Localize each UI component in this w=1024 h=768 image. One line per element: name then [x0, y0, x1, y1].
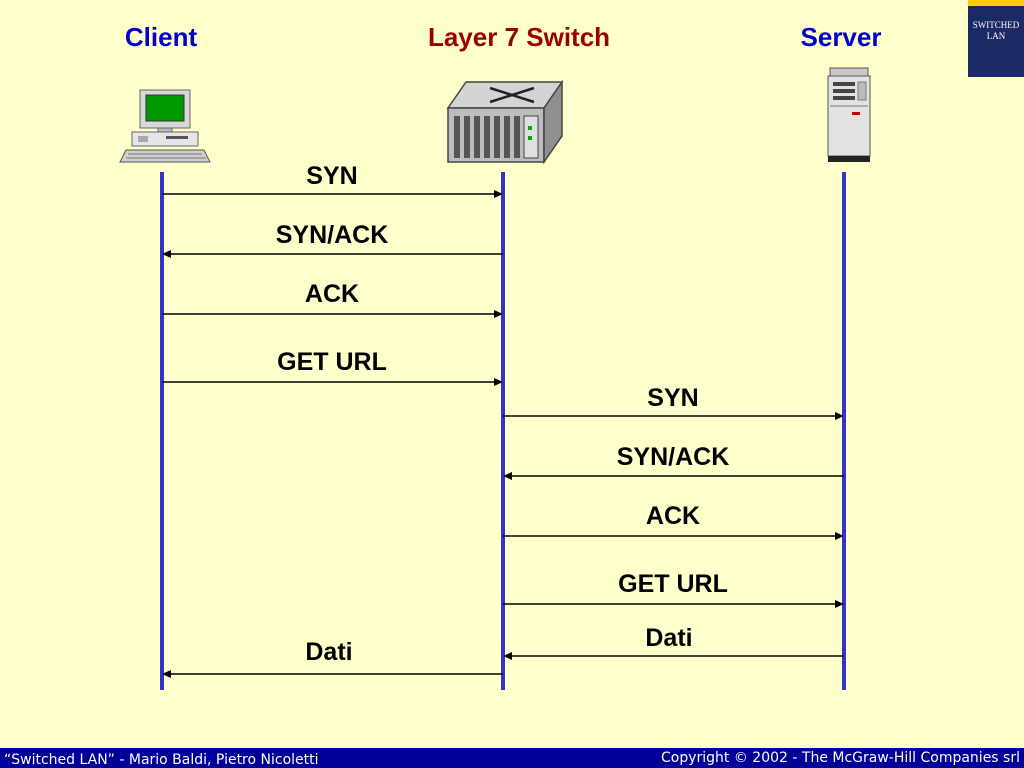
switch-lifeline: [501, 172, 505, 690]
message-arrow: [162, 670, 503, 678]
book-title-line1: SWITCHED: [972, 20, 1020, 30]
message-arrow: [503, 652, 844, 660]
message-arrow: [162, 378, 503, 386]
msg-label: SYN/ACK: [616, 443, 730, 471]
client-lifeline: [160, 172, 164, 690]
msg-label: SYN: [647, 384, 699, 412]
server-title: Server: [800, 22, 882, 52]
msg-label: SYN: [306, 162, 358, 190]
footer-book-credit: “Switched LAN” - Mario Baldi, Pietro Nic…: [4, 752, 319, 768]
msg-label: GET URL: [618, 570, 728, 598]
message-arrow: [503, 472, 844, 480]
footer-copyright: Copyright © 2002 - The McGraw-Hill Compa…: [661, 750, 1020, 766]
switch-title: Layer 7 Switch: [427, 22, 611, 52]
desktop-computer-icon: [119, 89, 211, 163]
client-title: Client: [124, 22, 198, 52]
msg-label: ACK: [645, 502, 701, 530]
server-lifeline: [842, 172, 846, 690]
msg-label: Dati: [305, 638, 353, 666]
message-arrow: [503, 532, 844, 540]
msg-label: SYN/ACK: [275, 221, 389, 249]
message-arrow: [503, 412, 844, 420]
footer-bar: “Switched LAN” - Mario Baldi, Pietro Nic…: [0, 748, 1024, 768]
message-arrow: [162, 250, 503, 258]
msg-label: Dati: [645, 624, 693, 652]
message-arrow: [162, 310, 503, 318]
message-arrow: [162, 190, 503, 198]
tower-server-icon: [827, 67, 871, 162]
msg-label: ACK: [304, 280, 360, 308]
msg-label: GET URL: [277, 348, 387, 376]
book-cover-icon: SWITCHED LAN: [968, 0, 1024, 77]
message-arrow: [503, 600, 844, 608]
network-switch-icon: [446, 80, 564, 164]
book-title-line2: LAN: [986, 31, 1006, 41]
